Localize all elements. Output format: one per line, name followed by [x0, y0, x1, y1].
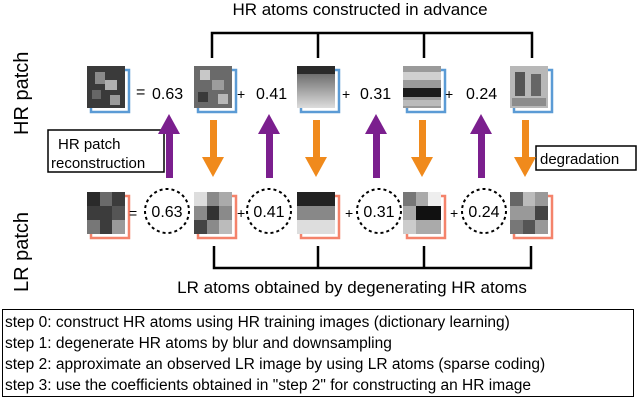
lr-coef-circle-1: 0.63 — [144, 188, 190, 234]
hr-atom-3 — [403, 66, 447, 114]
svg-text:0.24: 0.24 — [468, 204, 499, 221]
hr-atom-4 — [510, 66, 554, 114]
up-arrow-icon — [470, 114, 492, 178]
plus-lr-2: + — [345, 205, 353, 221]
lr-coef-circle-3: 0.31 — [356, 188, 402, 234]
lr-coef-circle-2: 0.41 — [246, 188, 292, 234]
down-arrow-icon — [305, 120, 327, 177]
plus-lr-1: + — [237, 205, 245, 221]
lr-atom-2 — [297, 192, 341, 240]
hr-patch-label: HR patch — [11, 52, 33, 135]
up-arrow-icon — [258, 114, 280, 178]
svg-text:0.31: 0.31 — [363, 204, 394, 221]
hr-coef-1: 0.63 — [152, 86, 183, 103]
hr-atoms-bracket — [210, 31, 534, 58]
svg-text:reconstruction: reconstruction — [51, 155, 145, 172]
degradation-box: degradation — [535, 145, 637, 171]
plus-hr-1: + — [237, 86, 245, 102]
down-arrow-icon — [514, 120, 536, 177]
plus-hr-3: + — [445, 86, 453, 102]
equals-sign-lr: = — [129, 205, 137, 221]
down-arrows — [202, 120, 536, 177]
lr-atom-1 — [194, 192, 238, 240]
hr-coef-3: 0.31 — [360, 86, 391, 103]
svg-text:0.41: 0.41 — [253, 204, 284, 221]
hr-coef-4: 0.24 — [466, 86, 497, 103]
step-1-text: step 1: degenerate HR atoms by blur and … — [5, 335, 392, 352]
hr-coef-2: 0.41 — [256, 86, 287, 103]
lr-patch-input — [87, 192, 131, 240]
step-2-text: step 2: approximate an observed LR image… — [5, 356, 546, 373]
lr-atoms-bracket — [212, 246, 533, 270]
step-3-text: step 3: use the coefficients obtained in… — [5, 377, 531, 394]
down-arrow-icon — [411, 120, 433, 177]
hr-reconstruction-box: HR patch reconstruction — [47, 129, 165, 173]
down-arrow-icon — [202, 120, 224, 177]
lr-coef-circle-4: 0.24 — [461, 188, 507, 234]
steps-box: step 0: construct HR atoms using HR trai… — [2, 309, 634, 397]
up-arrow-icon — [365, 114, 387, 178]
up-arrows — [158, 114, 492, 178]
svg-text:HR patch: HR patch — [58, 136, 121, 153]
plus-hr-2: + — [342, 86, 350, 102]
lr-atom-3 — [403, 192, 447, 240]
hr-patch-input — [87, 66, 131, 114]
plus-lr-3: + — [450, 205, 458, 221]
hr-atoms-title: HR atoms constructed in advance — [232, 0, 487, 19]
hr-atom-2 — [297, 66, 341, 114]
svg-text:degradation: degradation — [540, 151, 619, 168]
up-arrow-icon — [158, 114, 180, 178]
equals-sign-hr: = — [136, 84, 145, 101]
hr-atom-1 — [194, 66, 238, 114]
lr-atoms-title: LR atoms obtained by degenerating HR ato… — [177, 278, 527, 297]
lr-patch-label: LR patch — [11, 212, 33, 292]
svg-text:0.63: 0.63 — [151, 204, 182, 221]
step-0-text: step 0: construct HR atoms using HR trai… — [5, 314, 510, 331]
lr-atom-4 — [510, 192, 554, 240]
